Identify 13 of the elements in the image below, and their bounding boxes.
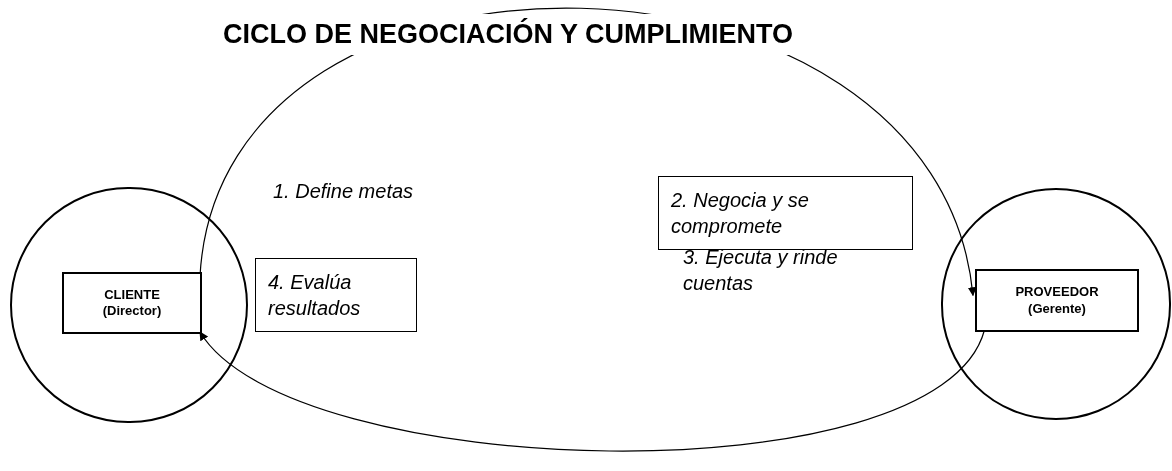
role-subtitle: (Director) [102,303,162,320]
step-label: 1. Define metas [273,179,415,204]
role-title: PROVEEDOR [1015,284,1099,301]
step-box [658,176,913,250]
step-label: 3. Ejecuta y rinde cuentas [683,245,839,296]
role-subtitle: (Gerente) [1028,300,1086,317]
role-title: CLIENTE [104,286,160,303]
step-box [255,258,417,332]
role-box [62,272,202,334]
title: CICLO DE NEGOCIACIÓN Y CUMPLIMIENTO [223,14,794,55]
step-text: 4. Evalúa resultados [268,270,362,321]
role-box [975,269,1139,332]
step-text: 2. Negocia y se compromete [671,188,810,239]
